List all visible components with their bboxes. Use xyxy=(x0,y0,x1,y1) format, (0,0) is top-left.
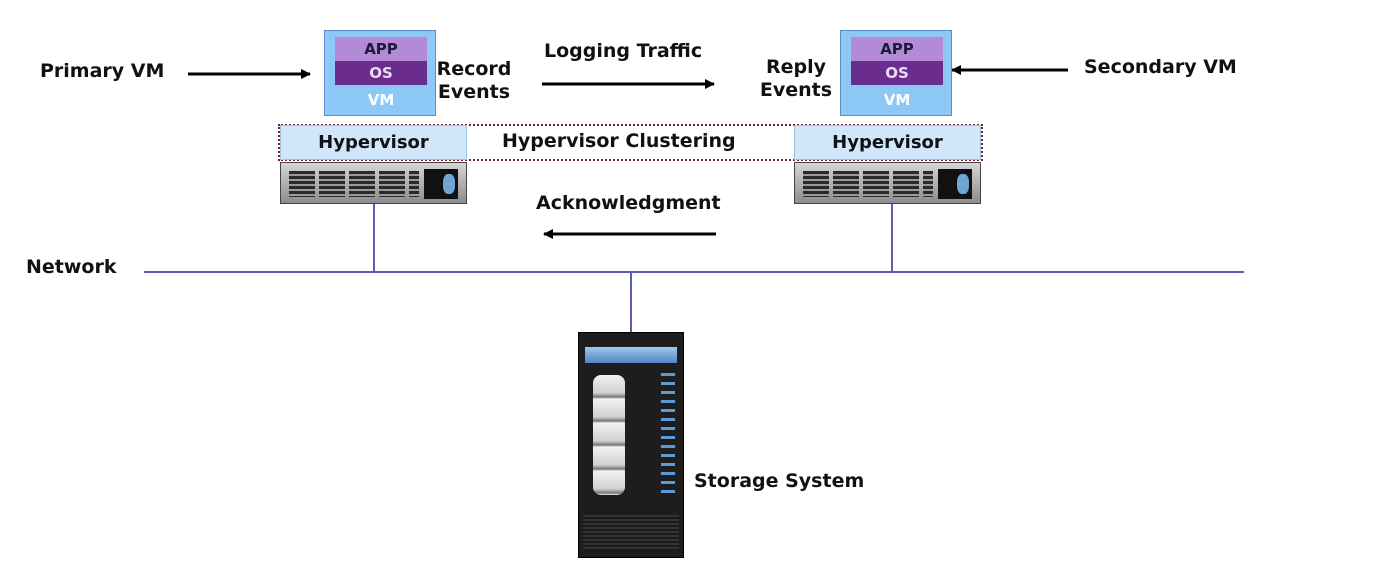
primary-vm-stack: APP OS VM xyxy=(324,30,436,116)
acknowledgment-label: Acknowledgment xyxy=(536,192,721,214)
primary-os-layer: OS xyxy=(335,61,427,85)
primary-vm-layer: VM xyxy=(367,91,395,109)
reply-events-label: Reply Events xyxy=(759,56,833,101)
network-label: Network xyxy=(26,256,117,278)
primary-server-icon xyxy=(280,162,467,204)
secondary-vm-layer: VM xyxy=(883,91,911,109)
hypervisor-cluster-boundary xyxy=(278,124,983,161)
primary-vm-label: Primary VM xyxy=(40,60,165,82)
secondary-app-layer: APP xyxy=(851,37,943,61)
secondary-os-layer: OS xyxy=(851,61,943,85)
record-events-label: Record Events xyxy=(436,58,512,103)
secondary-hypervisor: Hypervisor xyxy=(794,125,981,160)
primary-hypervisor: Hypervisor xyxy=(280,125,467,160)
logging-traffic-label: Logging Traffic xyxy=(544,40,703,62)
storage-system-icon xyxy=(578,332,684,558)
secondary-vm-stack: APP OS VM xyxy=(840,30,952,116)
primary-app-layer: APP xyxy=(335,37,427,61)
secondary-server-icon xyxy=(794,162,981,204)
secondary-vm-label: Secondary VM xyxy=(1084,56,1237,78)
storage-system-label: Storage System xyxy=(694,470,865,492)
hypervisor-clustering-label: Hypervisor Clustering xyxy=(502,130,736,152)
